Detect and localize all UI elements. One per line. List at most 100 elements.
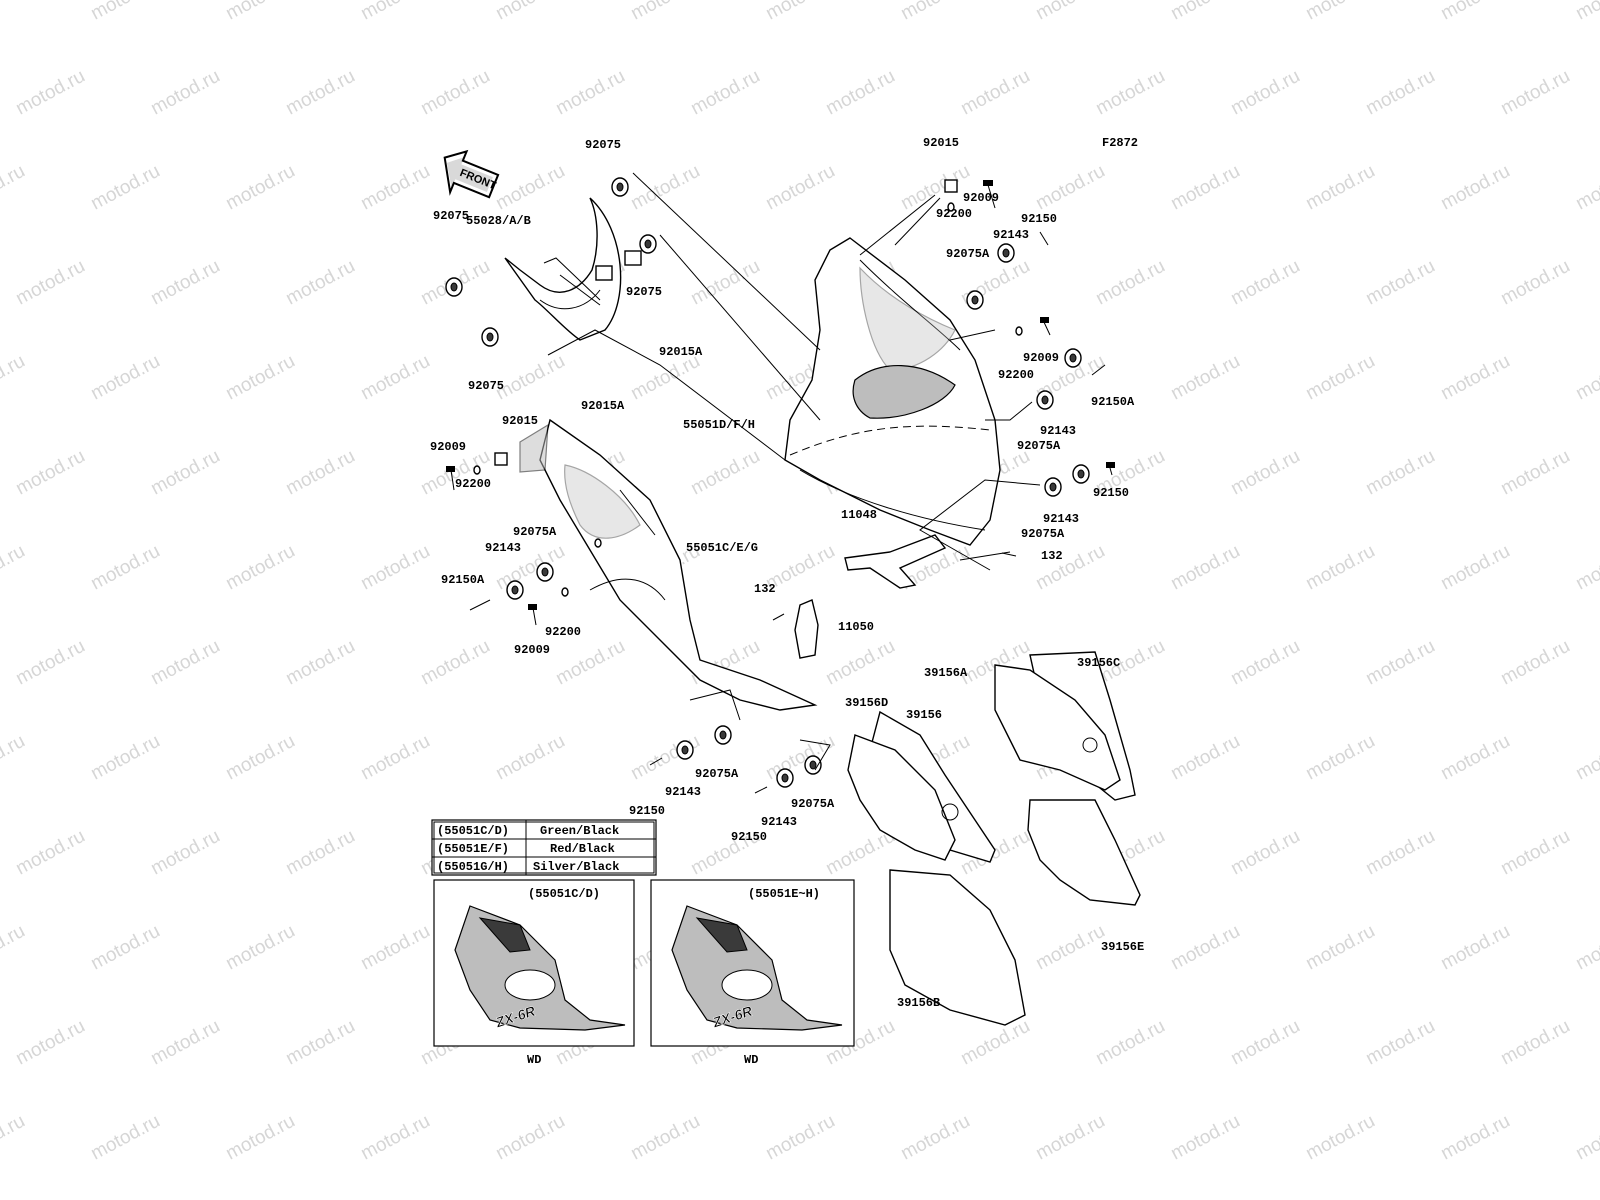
watermark-text: motod.ru	[1362, 826, 1438, 880]
watermark-text: motod.ru	[1302, 1111, 1378, 1165]
part-label-92015a: 92015A	[581, 399, 625, 413]
watermark-text: motod.ru	[1302, 0, 1378, 24]
inset-1-title: (55051C/D)	[528, 887, 600, 901]
part-label-39156d: 39156D	[845, 696, 888, 710]
part-label-92015: 92015	[923, 136, 959, 150]
watermark-text: motod.ru	[282, 1016, 358, 1070]
figure-code: F2872	[1102, 136, 1138, 150]
watermark-text: motod.ru	[357, 0, 433, 24]
watermark-text: motod.ru	[147, 636, 223, 690]
watermark-text: motod.ru	[1167, 0, 1243, 24]
watermark-text: motod.ru	[627, 731, 703, 785]
watermark-text: motod.ru	[282, 446, 358, 500]
watermark-text: motod.ru	[1302, 921, 1378, 975]
watermark-text: motod.ru	[1572, 921, 1600, 975]
part-label-92015a: 92015A	[659, 345, 703, 359]
watermark-text: motod.ru	[1227, 446, 1303, 500]
watermark-text: motod.ru	[1437, 161, 1513, 215]
watermark-text: motod.ru	[1437, 541, 1513, 595]
watermark-text: motod.ru	[687, 66, 763, 120]
part-label-132: 132	[754, 582, 776, 596]
watermark-text: motod.ru	[1497, 66, 1573, 120]
part-label-92075a: 92075A	[791, 797, 835, 811]
watermark-text: motod.ru	[1227, 826, 1303, 880]
watermark-text: motod.ru	[87, 731, 163, 785]
watermark-text: motod.ru	[282, 256, 358, 310]
watermark-text: motod.ru	[1302, 161, 1378, 215]
part-label-92143: 92143	[485, 541, 521, 555]
watermark-text: motod.ru	[1302, 541, 1378, 595]
watermark-text: motod.ru	[687, 256, 763, 310]
watermark-text: motod.ru	[1362, 446, 1438, 500]
watermark-text: motod.ru	[1572, 1111, 1600, 1165]
watermark-text: motod.ru	[1167, 161, 1243, 215]
watermark-text: motod.ru	[1572, 0, 1600, 24]
watermark-text: motod.ru	[957, 66, 1033, 120]
part-label-92075: 92075	[585, 138, 621, 152]
watermark-text: motod.ru	[357, 1111, 433, 1165]
part-label-55051d-f-h: 55051D/F/H	[683, 418, 755, 432]
watermark-text: motod.ru	[357, 161, 433, 215]
part-label-55028-a-b: 55028/A/B	[466, 214, 531, 228]
part-label-92150: 92150	[731, 830, 767, 844]
watermark-text: motod.ru	[1032, 1111, 1108, 1165]
watermark-text: motod.ru	[12, 636, 88, 690]
part-label-92009: 92009	[963, 191, 999, 205]
hardware-bolts	[446, 180, 1115, 794]
part-label-92150: 92150	[1093, 486, 1129, 500]
watermark-text: motod.ru	[1092, 1016, 1168, 1070]
front-arrow-icon: FRONT	[443, 149, 500, 199]
watermark-text: motod.ru	[1227, 66, 1303, 120]
watermark-text: motod.ru	[1497, 826, 1573, 880]
watermark-text: motod.ru	[1032, 921, 1108, 975]
part-label-132: 132	[1041, 549, 1063, 563]
left-lower-cowl	[519, 418, 818, 711]
part-label-92075a: 92075A	[695, 767, 739, 781]
watermark-text: motod.ru	[282, 826, 358, 880]
color-table-code-1: (55051C/D)	[437, 824, 509, 838]
watermark-text: motod.ru	[897, 1111, 973, 1165]
watermark-text: motod.ru	[357, 921, 433, 975]
hardware-grommets	[445, 177, 1090, 788]
hardware-clips	[494, 179, 958, 466]
part-label-55051c-e-g: 55051C/E/G	[686, 541, 758, 555]
inset-variant-e-h: (55051E~H) ZX-6R WD	[650, 879, 855, 1067]
watermark-text: motod.ru	[282, 66, 358, 120]
watermark-text: motod.ru	[627, 1111, 703, 1165]
watermark-text: motod.ru	[222, 1111, 298, 1165]
watermark-text: motod.ru	[12, 1016, 88, 1070]
watermark-text: motod.ru	[1227, 636, 1303, 690]
part-label-92075: 92075	[468, 379, 504, 393]
inset-1-caption: WD	[527, 1053, 541, 1067]
watermark-text: motod.ru	[1302, 731, 1378, 785]
color-table: (55051C/D) Green/Black (55051E/F) Red/Bl…	[431, 819, 657, 876]
assembly-lines	[543, 172, 1041, 771]
color-table-color-3: Silver/Black	[533, 860, 619, 874]
part-label-39156: 39156	[906, 708, 942, 722]
watermark-text: motod.ru	[147, 1016, 223, 1070]
part-label-92075a: 92075A	[1021, 527, 1065, 541]
part-label-92009: 92009	[514, 643, 550, 657]
watermark-text: motod.ru	[1572, 351, 1600, 405]
part-label-92143: 92143	[1040, 424, 1076, 438]
part-label-39156e: 39156E	[1101, 940, 1144, 954]
part-label-11050: 11050	[838, 620, 874, 634]
watermark-text: motod.ru	[0, 0, 29, 24]
part-label-92143: 92143	[1043, 512, 1079, 526]
watermark-text: motod.ru	[12, 826, 88, 880]
insulator-pads	[847, 651, 1141, 1026]
part-label-92200: 92200	[936, 207, 972, 221]
stay-bracket-11048	[844, 534, 947, 589]
watermark-text: motod.ru	[1362, 66, 1438, 120]
watermark-text: motod.ru	[0, 161, 29, 215]
watermark-text: motod.ru	[1437, 731, 1513, 785]
watermark-text: motod.ru	[87, 1111, 163, 1165]
watermark-text: motod.ru	[1032, 0, 1108, 24]
watermark-text: motod.ru	[492, 731, 568, 785]
watermark-text: motod.ru	[357, 541, 433, 595]
watermark-text: motod.ru	[897, 0, 973, 24]
watermark-text: motod.ru	[492, 0, 568, 24]
part-number-labels: 9207555028/A/B92075920759207592015A92015…	[430, 136, 1144, 1010]
